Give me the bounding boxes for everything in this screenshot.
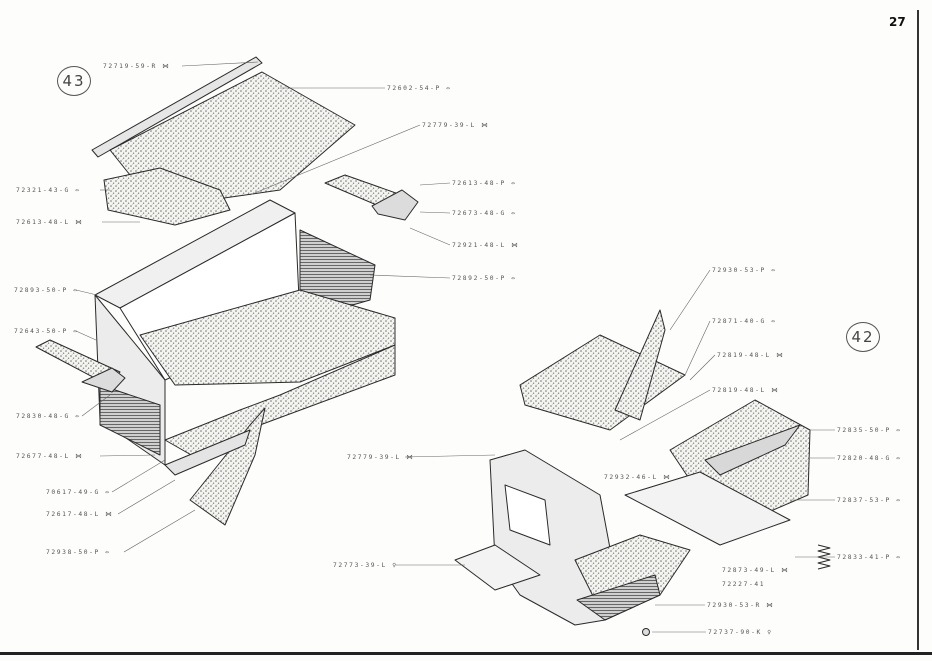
part-label: 72677-48-L ⋈ (16, 453, 84, 460)
part-label: 72820-48-G ⇔ (837, 455, 902, 462)
part-label: 72873-49-L ⋈ (722, 567, 790, 574)
seat-upper (519, 334, 686, 431)
bracket (371, 189, 419, 221)
part-label: 72602-54-P ⇔ (387, 85, 452, 92)
part-label: 72779-39-L ⋈ (347, 454, 415, 461)
part-label: 72871-40-G ⇔ (712, 318, 777, 325)
page-number: 27 (889, 15, 906, 29)
part-label: 72938-50-P ⇔ (46, 549, 111, 556)
part-label: 72921-48-L ⋈ (452, 242, 520, 249)
frame-bottom-border (0, 652, 932, 655)
cushion-flap (704, 424, 801, 476)
assembly-42 (454, 309, 831, 636)
part-label: 72613-48-P ⇔ (452, 180, 517, 187)
part-label: 72893-50-P ⇔ (14, 287, 79, 294)
front-grille (99, 384, 161, 456)
part-label: 72719-59-R ⋈ (103, 63, 171, 70)
part-label: 72930-53-P ⇔ (712, 267, 777, 274)
part-label: 72673-48-G ⇔ (452, 210, 517, 217)
part-label: 72773-39-L ♀ (333, 562, 398, 569)
part-label: 72835-50-P ⇔ (837, 427, 902, 434)
floor-plate (624, 471, 791, 546)
part-label: 70617-49-G ⇔ (46, 489, 111, 496)
callout-43: 43 (57, 66, 91, 96)
shell-window (504, 484, 551, 546)
bottom-tray (164, 429, 251, 476)
assembly-43 (35, 56, 419, 526)
part-label: 72617-48-L ⋈ (46, 511, 114, 518)
part-label: 72819-48-L ⋈ (717, 352, 785, 359)
part-label: 72643-50-P ⇔ (14, 328, 79, 335)
part-label: 72779-39-L ⋈ (422, 122, 490, 129)
step-plate (454, 544, 541, 591)
callout-42: 42 (846, 322, 880, 352)
footrest-bracket (81, 367, 126, 393)
backrest-flap (614, 309, 666, 421)
part-label: 72833-41-P ⇔ (837, 554, 902, 561)
shell-grille (576, 574, 661, 621)
bolt (642, 628, 650, 636)
part-label: 72892-50-P ⇔ (452, 275, 517, 282)
part-label: 72830-48-G ⇔ (16, 413, 81, 420)
part-label: 72930-53-R ⋈ (707, 602, 775, 609)
part-label: 72737-90-K ♀ (708, 629, 773, 636)
part-label: 72837-53-P ⇔ (837, 497, 902, 504)
part-label: 72819-48-L ⋈ (712, 387, 780, 394)
leader-lines (75, 61, 835, 633)
frame-right-border (917, 10, 919, 650)
part-label: 72932-46-L ⋈ (604, 474, 672, 481)
part-label: 72227-41 (722, 581, 766, 588)
rear-side-panel (103, 167, 231, 226)
part-label: 72321-43-G ⇔ (16, 187, 81, 194)
trim-strip (91, 56, 263, 158)
part-label: 72613-48-L ⋈ (16, 219, 84, 226)
